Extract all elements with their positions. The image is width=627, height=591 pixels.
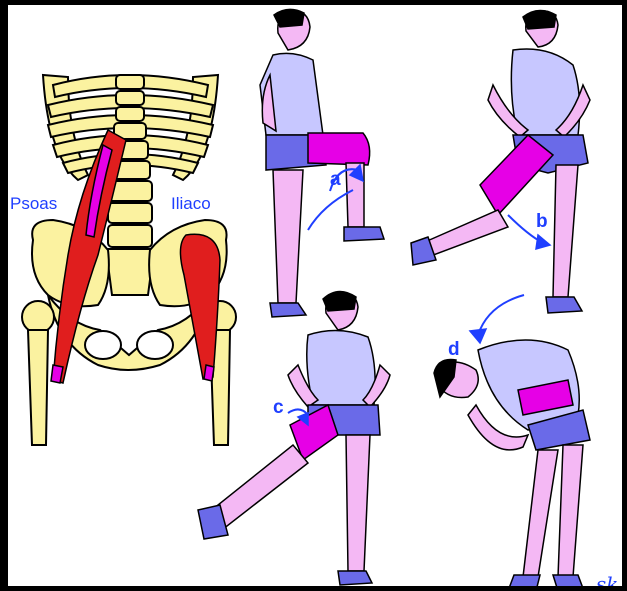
artist-signature: sk — [596, 572, 618, 586]
figure-b-leg-abduction — [411, 10, 590, 313]
illustration-canvas: Psoas Iliaco a — [8, 5, 622, 586]
figure-a-knee-raise — [260, 9, 384, 317]
step-b-label: b — [536, 211, 548, 232]
iliacus-muscle — [180, 234, 220, 381]
psoas-label: Psoas — [10, 194, 57, 213]
anatomy-exercise-diagram: Psoas Iliaco a — [8, 5, 622, 586]
step-d-label: d — [448, 339, 460, 360]
iliaco-label: Iliaco — [171, 194, 211, 213]
step-a-label: a — [330, 169, 341, 190]
step-c-label: c — [273, 397, 284, 418]
